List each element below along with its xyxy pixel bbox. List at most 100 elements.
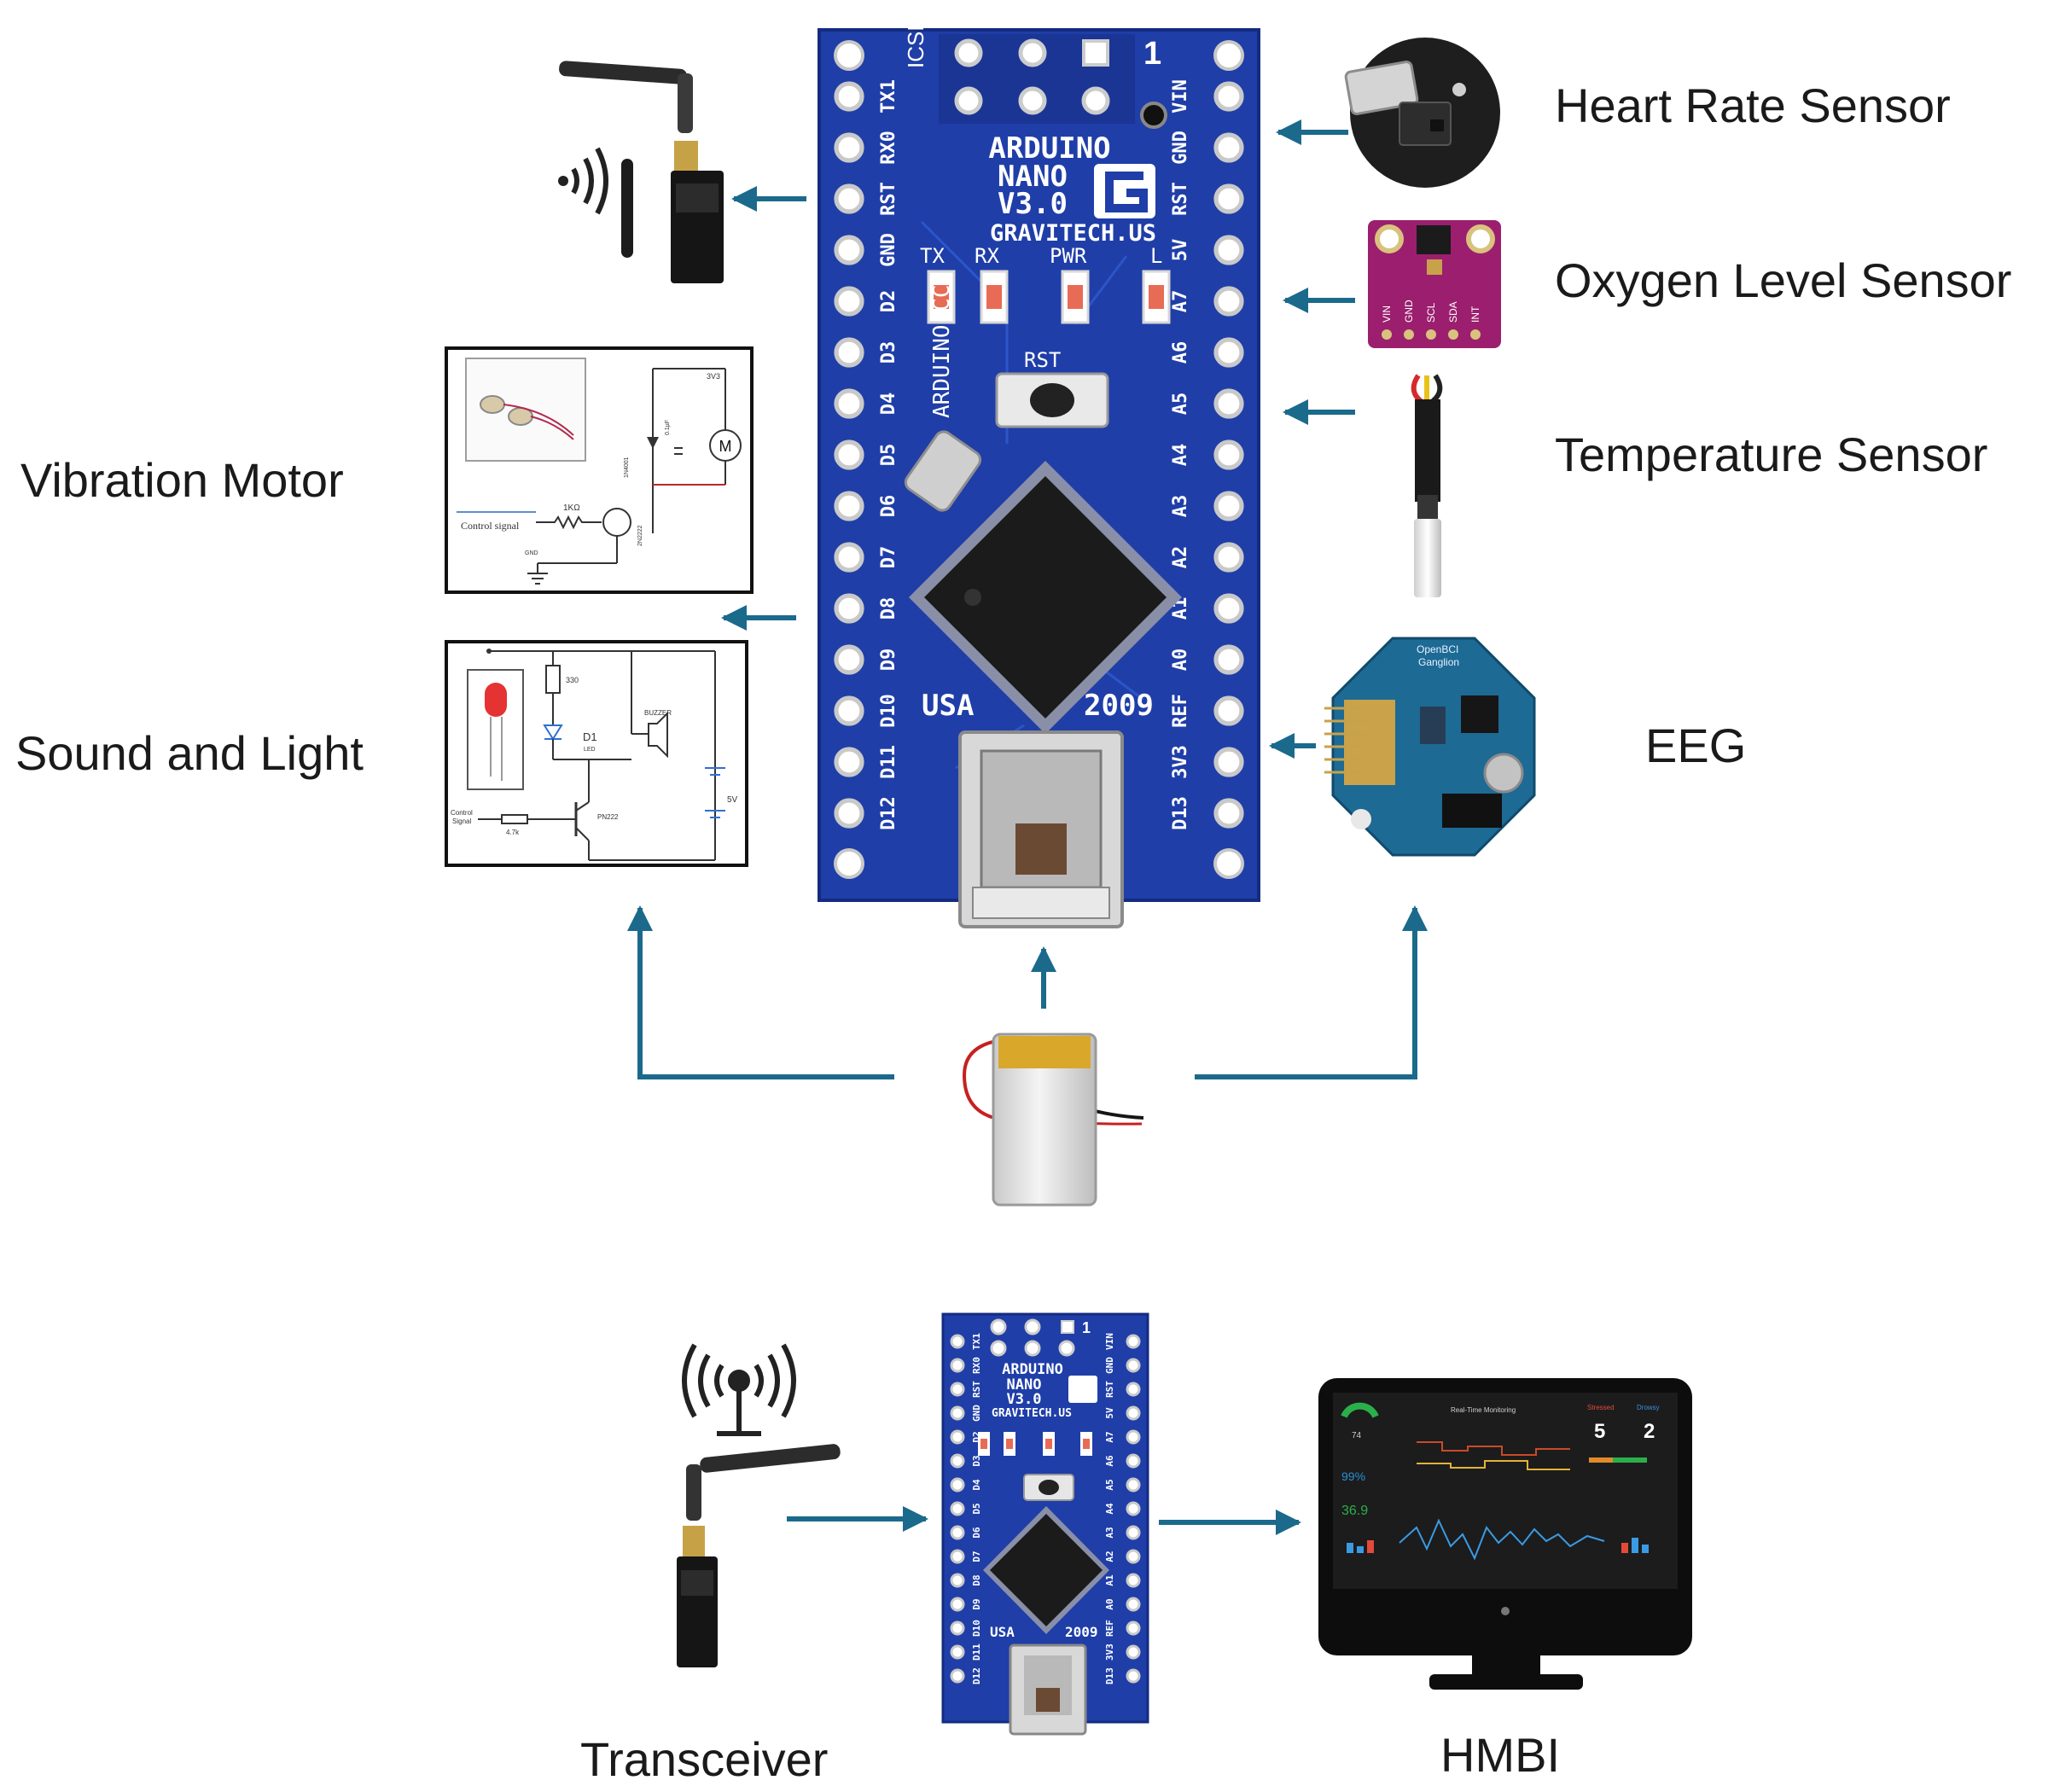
small-right-pin-label: REF [1104,1620,1115,1637]
small-right-pin-label: VIN [1104,1333,1115,1350]
small-right-pin-label: A1 [1104,1574,1115,1586]
transistor-label: 2N2222 [637,525,643,546]
main-right-pin-label: 3V3 [1170,745,1191,779]
main-right-pin [1213,747,1244,777]
count2-label: Drowsy [1637,1404,1660,1411]
oxygen-sensor-pin [1426,329,1436,340]
board-name-3: V3.0 [998,187,1068,221]
main-left-pin-label: GND [878,233,899,267]
sound-light-circuit: 330 D1 LED BUZZER PN222 5V Control Signa… [445,640,748,867]
led-l-label: L [1150,244,1162,268]
small-left-pin [950,1405,965,1421]
label-temperature: Temperature Sensor [1555,428,1987,481]
small-left-pin-label: D7 [971,1551,982,1562]
maker-label: GRAVITECH.US [990,220,1156,247]
oxygen-sensor-pin-label: SDA [1447,301,1459,323]
small-left-pin [950,1453,965,1469]
small-left-pin-label: GND [971,1405,982,1422]
small-right-pin [1126,1525,1141,1540]
small-maker: GRAVITECH.US [992,1407,1072,1420]
reset-button [995,372,1109,428]
small-right-pin-label: A5 [1104,1479,1115,1490]
diode-label: 1N4001 [624,457,630,478]
main-left-pin-label: D5 [878,444,899,467]
main-left-pin [834,183,864,214]
small-right-pin [1126,1453,1141,1469]
main-left-pin [834,132,864,163]
pin1-label: 1 [1143,36,1161,72]
main-right-pin-label: A4 [1170,444,1191,467]
label-eeg: EEG [1645,719,1746,772]
main-right-pin-label: A2 [1170,546,1191,569]
main-right-pin [1213,81,1244,112]
small-right-pin [1126,1573,1141,1588]
board-name-1: ARDUINO [988,131,1110,166]
monitor-temp: 36.9 [1341,1504,1368,1518]
motor-symbol: M [719,438,732,455]
label-oxygen: Oxygen Level Sensor [1555,253,2011,307]
main-right-pin [1213,542,1244,573]
main-left-pin [834,439,864,470]
main-left-pin-label: RX0 [878,131,899,165]
small-right-pin [1126,1334,1141,1349]
wireless-transmitter [558,61,724,283]
main-left-pin-label: D12 [878,796,899,830]
main-right-pin-label: VIN [1170,79,1191,113]
main-right-pin [1213,644,1244,675]
main-left-pin-label: D3 [878,341,899,364]
small-right-pin-label: A7 [1104,1431,1115,1442]
small-left-pin-label: D4 [971,1479,982,1491]
oxygen-sensor-pin-label: INT [1469,305,1481,323]
main-right-pin-label: A5 [1170,393,1191,416]
main-right-pin-label: 5V [1170,239,1191,262]
connection-arrows [627,119,1428,1535]
small-logo [1068,1376,1097,1403]
main-left-pin-label: D9 [878,649,899,672]
small-right-pin-label: A6 [1104,1455,1115,1467]
buzzer-icon [648,711,668,759]
gauge-icon [1341,1402,1379,1418]
crystal [904,430,982,512]
microcontroller-chip [909,461,1182,734]
main-right-pin [1213,235,1244,265]
signal-wave-icon [571,167,579,195]
small-pin1-label: 1 [1082,1319,1091,1336]
small-right-pin-label: A2 [1104,1551,1115,1562]
main-left-pin-label: D4 [878,393,899,416]
count1-label: Stressed [1587,1404,1615,1411]
hmbi-monitor: 74 99% 36.9 Real-Time Monitoring Stresse… [1318,1378,1692,1690]
heart-rate-sensor [1344,38,1500,188]
small-left-pin [950,1549,965,1564]
oxygen-sensor-pin [1470,329,1481,340]
label-transceiver: Transceiver [580,1732,828,1786]
main-right-pin-label: A6 [1170,341,1191,364]
transistor2-label: PN222 [597,813,619,821]
eeg-board: OpenBCI Ganglion [1324,637,1536,857]
main-left-pin-label: D2 [878,290,899,313]
monitor-spo2: 99% [1341,1469,1365,1483]
oxygen-sensor-pin [1448,329,1458,340]
main-left-pin [834,798,864,829]
main-left-pin-label: RST [878,182,899,216]
small-right-pin [1126,1429,1141,1445]
main-right-pin [1213,798,1244,829]
main-right-pin [1213,286,1244,317]
small-left-pin [950,1525,965,1540]
small-left-pin [950,1358,965,1373]
voltage-label: 5V [727,795,738,805]
main-right-pin-label: RST [1170,182,1191,216]
oxygen-sensor-pin [1404,329,1414,340]
main-left-pin [834,593,864,624]
count2-value: 2 [1644,1420,1655,1443]
vcc-label: 3V3 [707,372,720,381]
small-left-pin [950,1501,965,1516]
small-left-pin-label: TX1 [971,1333,982,1350]
main-right-pin-label: GND [1170,131,1191,165]
main-left-pin [834,747,864,777]
main-right-pin-label: A7 [1170,290,1191,313]
oxygen-sensor-pin [1382,329,1392,340]
board-name-2: NANO [998,160,1068,194]
